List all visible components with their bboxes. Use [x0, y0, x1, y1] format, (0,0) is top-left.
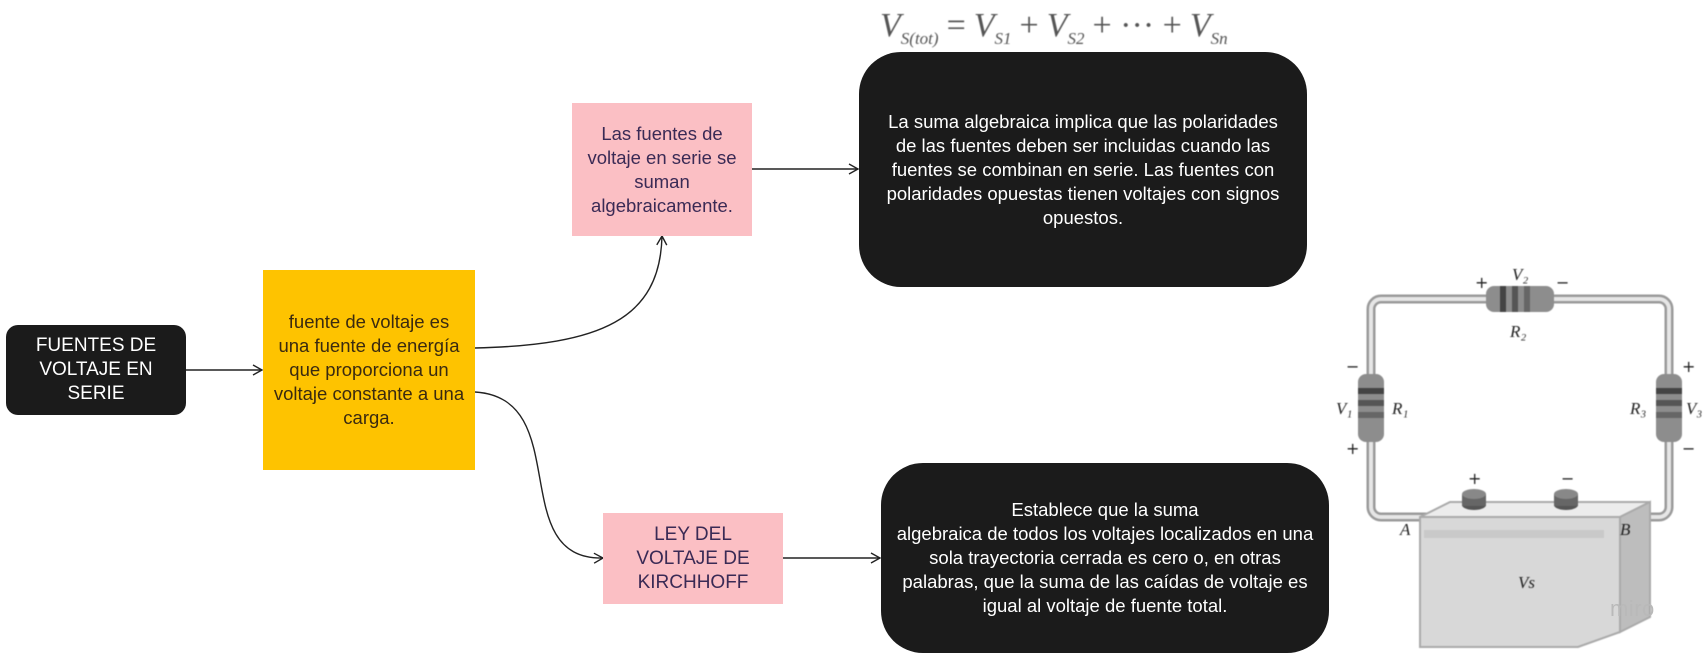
formula-v1: V: [973, 7, 995, 44]
node-ley-kirchhoff[interactable]: LEY DEL VOLTAJE DE KIRCHHOFF: [603, 513, 783, 604]
formula-equals: =: [946, 7, 966, 44]
label-vs: Vs: [1518, 573, 1535, 592]
formula-sub-2: S2: [1067, 29, 1085, 48]
miro-watermark: miro: [1610, 596, 1655, 621]
formula-v2: V: [1046, 7, 1068, 44]
series-voltage-formula: VS(tot)=VS1+VS2+ ··· +VSn: [880, 4, 1228, 48]
label-v2: V₂: [1512, 265, 1528, 284]
label-r2: R₂: [1509, 322, 1526, 341]
label-r3: R₃: [1629, 399, 1646, 418]
label-v1: V₁: [1336, 399, 1352, 418]
battery-vs: [1419, 489, 1651, 648]
label-r1: R₁: [1391, 399, 1408, 418]
node-suma-algebraica[interactable]: Las fuentes de voltaje en serie se suman…: [572, 103, 752, 236]
formula-vn: V: [1189, 7, 1211, 44]
polarity-r3-plus: +: [1682, 357, 1695, 376]
node-fuentes-voltaje-serie[interactable]: FUENTES DE VOLTAJE EN SERIE: [6, 325, 186, 415]
node-suma-algebraica-detalle[interactable]: La suma algebraica implica que las polar…: [859, 52, 1307, 287]
resistor-r1: [1358, 374, 1384, 442]
node-definicion-fuente[interactable]: fuente de voltaje es una fuente de energ…: [263, 270, 475, 470]
polarity-battery-plus: +: [1468, 469, 1481, 488]
formula-plus-1: +: [1019, 7, 1039, 44]
polarity-battery-minus: −: [1561, 469, 1574, 488]
label-a: A: [1399, 520, 1411, 539]
resistor-r2: [1486, 286, 1554, 312]
edge-definition-to-kirchhoff: [474, 391, 605, 564]
polarity-r1-minus: −: [1346, 357, 1359, 376]
polarity-r2-plus: +: [1475, 273, 1488, 292]
formula-sub-n: Sn: [1210, 29, 1228, 48]
label-v3: V₃: [1686, 399, 1702, 418]
polarity-r2-minus: −: [1556, 273, 1569, 292]
polarity-r3-minus: −: [1682, 439, 1695, 458]
label-b: B: [1620, 520, 1631, 539]
node-ley-kirchhoff-detalle[interactable]: Establece que la suma algebraica de todo…: [881, 463, 1329, 653]
edge-definition-to-sum: [474, 234, 668, 349]
formula-sub-total: S(tot): [900, 29, 939, 48]
formula-v-total: V: [880, 7, 901, 44]
series-circuit-image: V₂ R₂ V₁ R₁ R₃ V₃ A B Vs + − − + + − + −: [1336, 265, 1702, 648]
formula-sub-1: S1: [994, 29, 1012, 48]
resistor-r3: [1656, 374, 1682, 442]
formula-ellipsis: + ··· +: [1092, 7, 1182, 44]
polarity-r1-plus: +: [1346, 439, 1359, 458]
